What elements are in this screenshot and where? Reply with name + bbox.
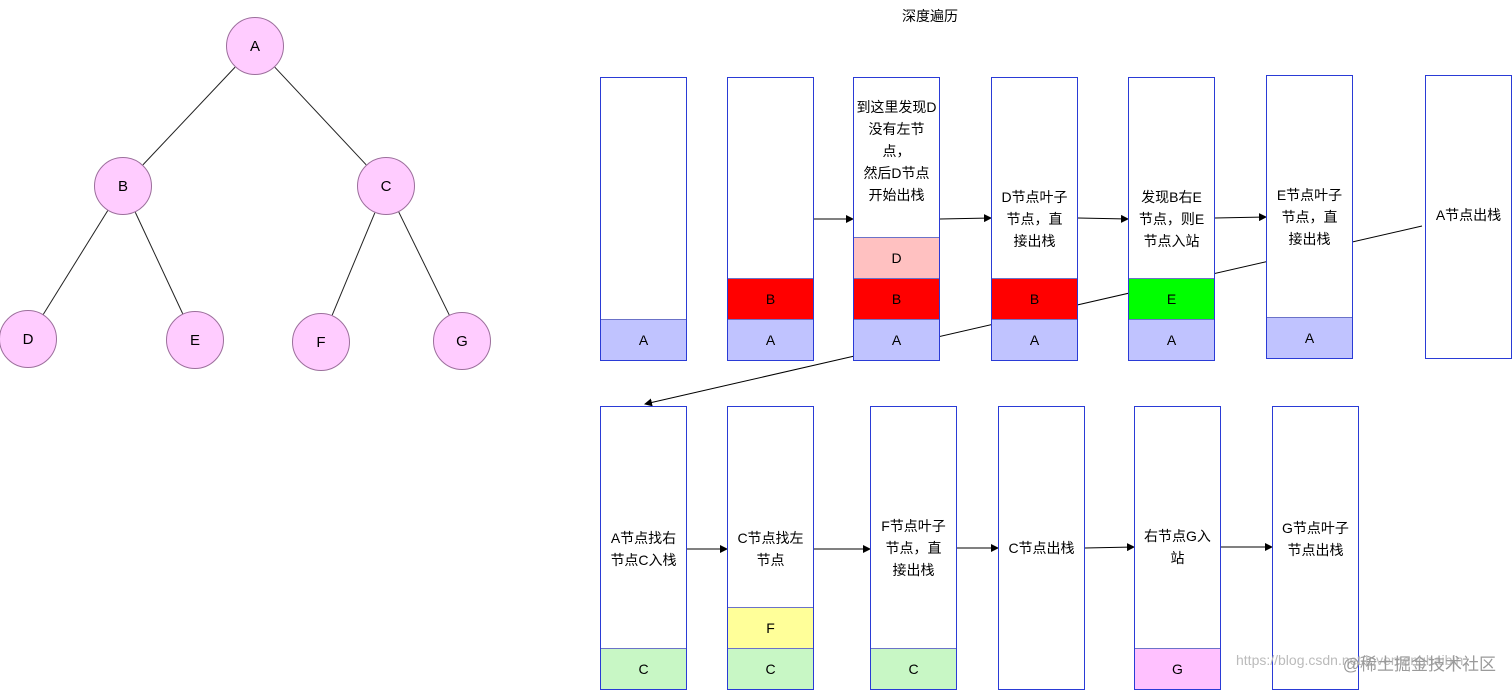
diagram-title: 深度遍历 [902, 8, 958, 24]
tree-node-A: A [226, 17, 284, 75]
stack-cell-D: D [854, 237, 939, 278]
stack-6: E节点叶子节点，直接出栈 A [1266, 75, 1353, 359]
stack-caption: C节点找左节点 [737, 530, 804, 568]
tree-edge-B-D [42, 210, 109, 315]
tree-edge-B-E [134, 212, 184, 314]
tree-edge-C-G [398, 211, 450, 316]
stack-caption: E节点叶子节点，直接出栈 [1276, 187, 1343, 247]
flow-arrow-4-5 [1077, 214, 1129, 223]
stack-caption: C节点出栈 [1008, 540, 1075, 556]
stack-7: A节点出栈 [1425, 75, 1512, 359]
stack-cell-E: E [1129, 278, 1214, 319]
stack-cell-C: C [871, 648, 956, 689]
tree-edge-C-F [331, 212, 376, 316]
stack-1: A [600, 77, 687, 361]
stack-cell-B: B [854, 278, 939, 319]
stack-cell-C: C [601, 648, 686, 689]
stack-cell-B: B [728, 278, 813, 319]
stack-cell-B: B [992, 278, 1077, 319]
stack-cell-F: F [728, 607, 813, 648]
stack-cell-A: A [601, 319, 686, 360]
stack-caption: A节点找右节点C入栈 [610, 530, 677, 568]
flow-arrow-5-6 [1214, 213, 1267, 222]
stack-cell-A: A [728, 319, 813, 360]
stack-cell-A: A [1129, 319, 1214, 360]
stack-caption: G节点叶子节点出栈 [1282, 520, 1349, 558]
watermark-logo: @稀土掘金技术社区 [1342, 655, 1496, 674]
flow-arrow-11-12 [1084, 543, 1135, 552]
stack-11: C节点出栈 [998, 406, 1085, 690]
stack-caption: D节点叶子节点，直接出栈 [1001, 189, 1068, 249]
tree-edge-A-C [274, 66, 367, 166]
flow-arrow-3-4 [939, 214, 992, 223]
tree-node-D: D [0, 310, 57, 368]
stack-caption: F节点叶子节点，直接出栈 [881, 518, 946, 578]
stack-caption: 右节点G入站 [1144, 528, 1211, 566]
tree-node-F: F [292, 313, 350, 371]
watermark-url: https://blog.csdn.net/lovemenghaibin [1236, 652, 1464, 668]
tree-node-G: G [433, 312, 491, 370]
stack-caption: A节点出栈 [1435, 207, 1502, 223]
stack-10: F节点叶子节点，直接出栈 C [870, 406, 957, 690]
stack-cell-C: C [728, 648, 813, 689]
stack-13: G节点叶子节点出栈 [1272, 406, 1359, 690]
stack-12: 右节点G入站 G [1134, 406, 1221, 690]
stack-cell-G: G [1135, 648, 1220, 689]
tree-node-E: E [166, 311, 224, 369]
tree-node-C: C [357, 157, 415, 215]
stack-cell-A: A [854, 319, 939, 360]
tree-edge-A-B [142, 66, 236, 166]
stack-cell-A: A [1267, 317, 1352, 358]
stack-cell-A: A [992, 319, 1077, 360]
tree-node-B: B [94, 157, 152, 215]
stack-8: A节点找右节点C入栈 C [600, 406, 687, 690]
